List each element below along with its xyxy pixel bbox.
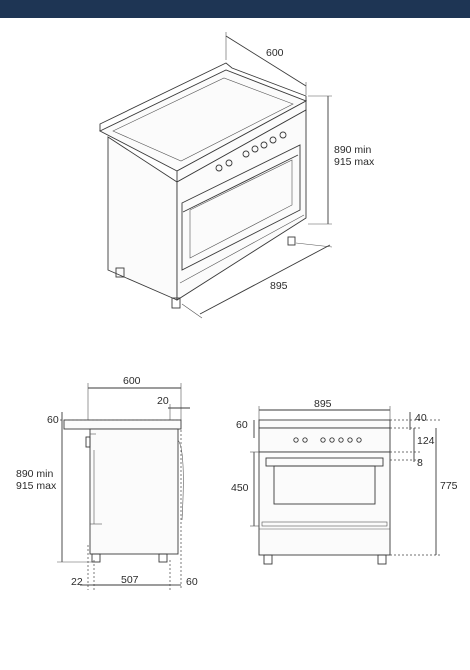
dim-line-width (199, 244, 331, 315)
side-height-max-label: 915 max (16, 480, 57, 492)
front-right-775-label: 775 (440, 480, 458, 492)
foot-front (171, 297, 181, 309)
oven-window (273, 465, 376, 505)
foot-left (115, 267, 125, 278)
side-height-min-label: 890 min (16, 468, 54, 480)
iso-height-max-label: 915 max (334, 156, 375, 168)
oven-handle (182, 154, 299, 213)
iso-width-label: 895 (270, 280, 288, 292)
front-control-knobs (293, 437, 362, 443)
control-knobs (215, 131, 287, 172)
front-right-40-label: 40 (415, 412, 427, 424)
iso-height-min-label: 890 min (334, 144, 372, 156)
isometric-view: 600 890 min 915 max 895 (98, 32, 375, 319)
dim-line-depth (225, 35, 307, 87)
side-top-height-label: 60 (47, 414, 59, 426)
iso-depth-label: 600 (266, 47, 284, 59)
oven-door (181, 144, 301, 271)
side-depth-label: 600 (123, 375, 141, 387)
side-bottom-left-label: 22 (71, 576, 83, 588)
front-view: 895 60 450 (231, 398, 458, 565)
front-right-124-label: 124 (417, 435, 435, 447)
side-bottom-right-label: 60 (186, 576, 198, 588)
side-offset-label: 20 (157, 395, 169, 407)
front-right-8-label: 8 (417, 457, 423, 469)
side-view: 600 20 60 890 min 915 max 22 (16, 375, 198, 590)
header-bar (0, 0, 470, 18)
foot-right (287, 236, 296, 246)
front-top-left-label: 60 (236, 419, 248, 431)
front-width-label: 895 (314, 398, 332, 410)
side-bottom-depth-label: 507 (121, 574, 139, 586)
front-oven-height-label: 450 (231, 482, 249, 494)
